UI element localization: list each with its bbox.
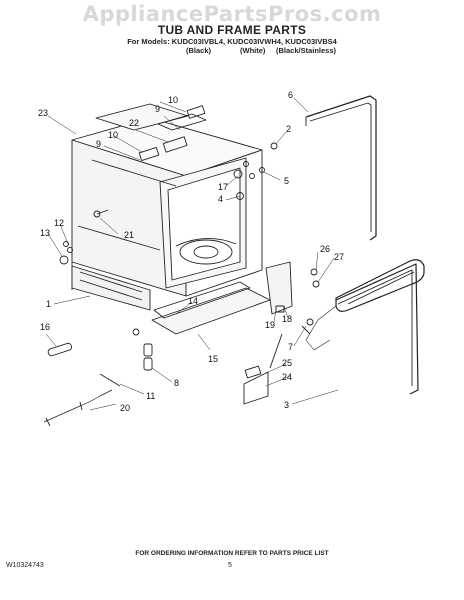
tub-gasket	[305, 259, 425, 395]
callout-17: 17	[218, 182, 228, 192]
callout-26: 26	[320, 244, 330, 254]
variant-black-stainless: (Black/Stainless)	[276, 46, 337, 55]
callout-12: 12	[54, 218, 64, 228]
variant-black: (Black)	[186, 46, 212, 55]
small-parts	[43, 105, 320, 427]
callout-13: 13	[40, 228, 50, 238]
callout-1: 1	[46, 299, 51, 309]
callout-labels: 23 10 9 22 10 9 6 2 5 17 4 21 12 13 1 14…	[38, 90, 344, 413]
leader-lines	[45, 97, 339, 411]
callout-23: 23	[38, 108, 48, 118]
callout-9: 9	[96, 139, 101, 149]
callout-4: 4	[218, 194, 223, 204]
callout-15: 15	[208, 354, 218, 364]
callout-6: 6	[288, 90, 293, 100]
callout-21: 21	[124, 230, 134, 240]
callout-2: 2	[286, 124, 291, 134]
models-line: For Models: KUDC03IVBL4, KUDC03IVWH4, KU…	[127, 37, 337, 46]
callout-5: 5	[284, 176, 289, 186]
page-number: 5	[228, 562, 232, 569]
tub-frame	[71, 103, 263, 311]
callout-22: 22	[129, 118, 139, 128]
callout-20: 20	[120, 403, 130, 413]
callout-7: 7	[288, 342, 293, 352]
callout-8: 8	[174, 378, 179, 388]
callout-3: 3	[284, 400, 289, 410]
callout-24: 24	[282, 372, 292, 382]
callout-9-top: 9	[155, 104, 160, 114]
variant-white: (White)	[240, 46, 266, 55]
callout-11: 11	[146, 391, 155, 401]
page-title: TUB AND FRAME PARTS	[157, 23, 307, 37]
callout-18: 18	[282, 314, 292, 324]
callout-16: 16	[40, 322, 50, 332]
callout-27: 27	[334, 252, 344, 262]
callout-19: 19	[265, 320, 275, 330]
document-id: W10324743	[6, 562, 44, 569]
watermark: AppliancePartsPros.com	[82, 2, 382, 26]
callout-25: 25	[282, 358, 292, 368]
ordering-info: FOR ORDERING INFORMATION REFER TO PARTS …	[135, 550, 329, 557]
door-seal	[305, 95, 377, 241]
callout-10: 10	[108, 130, 118, 140]
callout-14: 14	[188, 296, 198, 306]
callout-10-top: 10	[168, 95, 178, 105]
